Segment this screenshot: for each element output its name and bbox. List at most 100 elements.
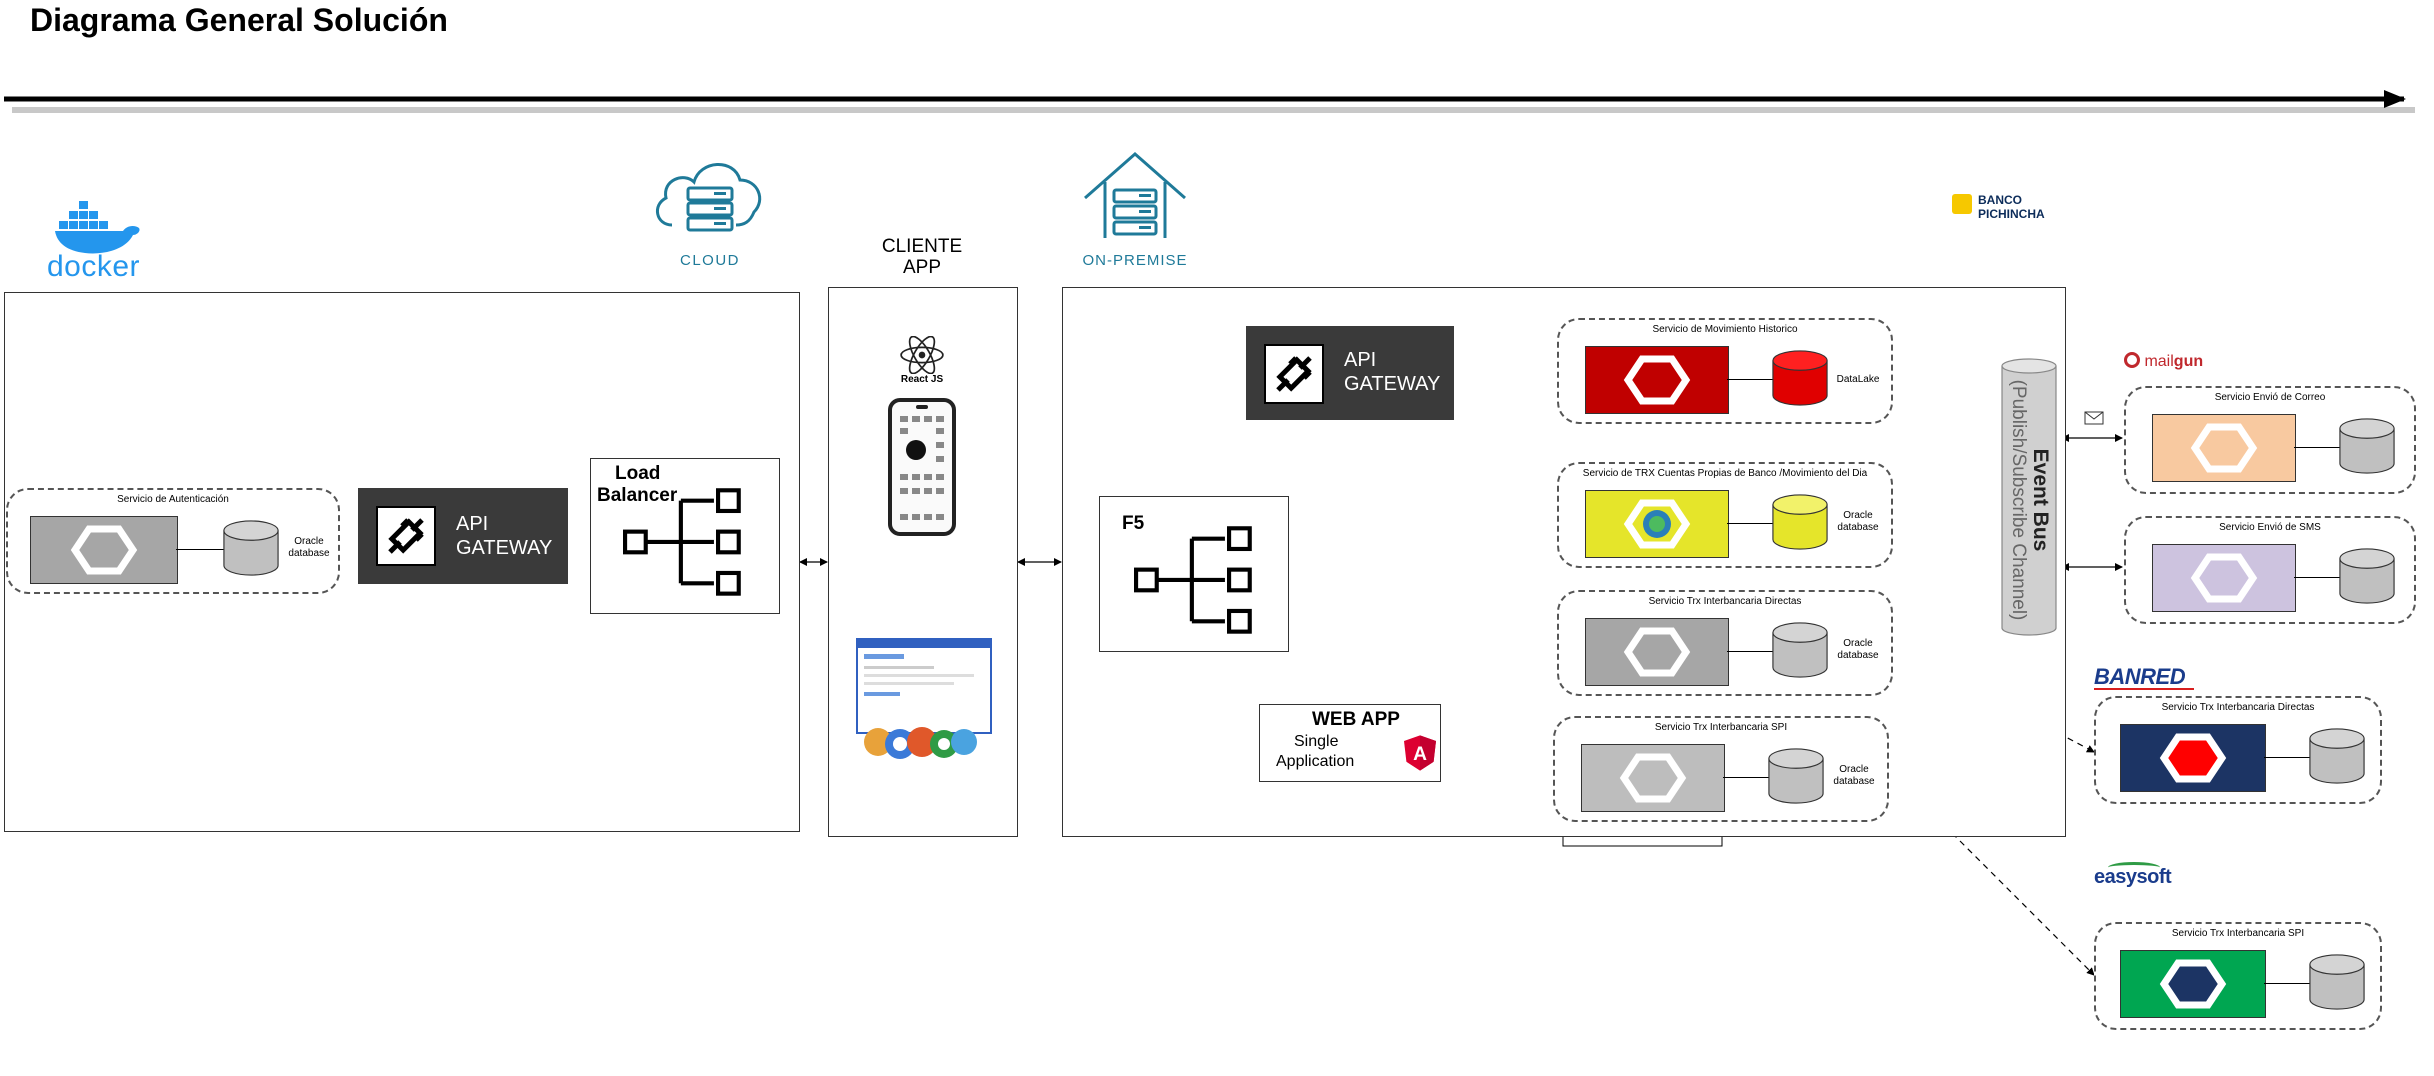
angular-icon: A (1404, 735, 1436, 771)
database-icon (2309, 728, 2365, 784)
svc-trx-cuentas-propias-box (1585, 490, 1729, 558)
ext-servicio-correo-title: Servicio Envió de Correo (2214, 392, 2326, 403)
hexagon-icon (2190, 423, 2258, 473)
svc4-db-label-line2: database (1833, 776, 1875, 787)
svc-trx-cuentas-propias: Servicio de TRX Cuentas Propias de Banco… (1557, 462, 1893, 568)
svc-movimiento-historico-title: Servicio de Movimiento Historico (1652, 324, 1798, 335)
ext-servicio-sms-box (2152, 544, 2296, 612)
database-icon (2309, 954, 2365, 1010)
banred-wordmark: BANRED (2094, 664, 2186, 689)
load-balancer: Load Balancer (590, 458, 780, 614)
f5-load-balancer: F5 (1099, 496, 1289, 652)
ext-banred-interbancaria-directas: Servicio Trx Interbancaria Directas (2094, 696, 2382, 804)
hexagon-icon (2159, 733, 2227, 783)
load-balancer-icon (1134, 526, 1252, 634)
database-icon (2339, 548, 2395, 604)
webapp-line2: Application (1276, 753, 1355, 770)
svc-trx-interbancaria-directas-title: Servicio Trx Interbancaria Directas (1648, 596, 1802, 607)
svc2-db-label-line1: Oracle (1843, 510, 1873, 521)
database-icon (2339, 418, 2395, 474)
load-balancer-icon (623, 488, 741, 596)
banco-name-line1: BANCO (1978, 193, 2022, 207)
event-bus-title: Event Bus (2029, 448, 2052, 552)
svc3-db-label-line1: Oracle (1843, 638, 1873, 649)
envelope-icon (2084, 411, 2104, 425)
banco-pichincha-logo: BANCO PICHINCHA (1950, 190, 2070, 230)
hexagon-icon (1619, 753, 1687, 803)
banred-underline (2094, 688, 2194, 690)
banred-logo: BANRED (2094, 664, 2204, 690)
cloud-logo: CLOUD (650, 150, 770, 275)
api-gateway-onprem-line1: API (1344, 349, 1377, 371)
database-icon (1772, 622, 1828, 678)
svg-text:A: A (1413, 744, 1427, 765)
database-icon (1768, 748, 1824, 804)
webapp-line1: Single (1294, 733, 1339, 750)
api-gateway-left-line2: GATEWAY (456, 537, 553, 559)
docker-wordmark: docker (47, 250, 141, 283)
ext-servicio-sms-title: Servicio Envió de SMS (2219, 522, 2321, 533)
cliente-label-line2: APP (902, 257, 942, 278)
browsers-icon (860, 722, 990, 762)
event-bus-label: Event Bus (Publish/Subscribe Channel) (2007, 365, 2052, 635)
api-gateway-onprem-text: API GATEWAY (1344, 348, 1440, 396)
hexagon-icon (2159, 959, 2227, 1009)
cliente-label-line1: CLIENTE (881, 236, 963, 257)
banco-pichincha-mark (1952, 194, 1972, 214)
mailgun-suffix: gun (2173, 353, 2204, 370)
svc-trx-cuentas-propias-title: Servicio de TRX Cuentas Propias de Banco… (1582, 468, 1868, 479)
plug-icon (1264, 344, 1324, 404)
smartphone-icon (888, 398, 956, 536)
load-balancer-line2: Balancer (597, 485, 678, 506)
ext-banred-box (2120, 724, 2266, 792)
load-balancer-title: Load Balancer (597, 463, 677, 507)
f5-label: F5 (1122, 513, 1145, 534)
docker-logo: docker (45, 195, 145, 285)
auth-connector-line (176, 549, 226, 550)
svc3-db-label-line2: database (1837, 650, 1879, 661)
load-balancer-line1: Load (615, 463, 661, 484)
svc-trx-interbancaria-directas: Servicio Trx Interbancaria Directas Orac… (1557, 590, 1893, 696)
docker-whale-icon (55, 201, 140, 254)
hexagon-icon (2190, 553, 2258, 603)
svc2-db-label-line2: database (1837, 522, 1879, 533)
svc2-db-label: Oracle database (1833, 510, 1883, 534)
cliente-app-label: CLIENTE APP (862, 236, 982, 278)
auth-service-box (30, 516, 178, 584)
mailgun-prefix: mail (2144, 353, 2174, 370)
ext-easysoft-box (2120, 950, 2266, 1018)
svc-trx-interbancaria-spi-title: Servicio Trx Interbancaria SPI (1654, 722, 1788, 733)
mailgun-at-icon (2124, 352, 2140, 368)
easysoft-swoosh (2108, 862, 2160, 873)
banco-name-line2: PICHINCHA (1978, 207, 2045, 221)
auth-db-label-line1: Oracle (294, 536, 324, 547)
hexagon-icon (1623, 627, 1691, 677)
plug-icon (376, 506, 436, 566)
page-title: Diagrama General Solución (30, 2, 448, 38)
database-icon (1772, 350, 1828, 406)
api-gateway-left: API GATEWAY (358, 488, 568, 584)
ext-servicio-correo-box (2152, 414, 2296, 482)
svc1-db-label: DataLake (1833, 374, 1883, 386)
cloud-label: CLOUD (679, 252, 740, 269)
react-logo: React JS (892, 335, 952, 388)
svc-movimiento-historico-box (1585, 346, 1729, 414)
auth-service-group: Servicio de Autenticación Oracle databas… (6, 488, 340, 594)
hexagon-icon (1623, 499, 1691, 549)
react-label: React JS (900, 374, 944, 385)
event-bus: Event Bus (Publish/Subscribe Channel) (2000, 358, 2058, 636)
svc4-db-label: Oracle database (1829, 764, 1879, 788)
database-icon (223, 520, 279, 576)
database-icon (1772, 494, 1828, 550)
svc-trx-interbancaria-spi-box (1581, 744, 1725, 812)
house-server-icon (1084, 152, 1186, 238)
ext-banred-title: Servicio Trx Interbancaria Directas (2161, 702, 2315, 713)
svc-movimiento-historico: Servicio de Movimiento Historico DataLak… (1557, 318, 1893, 424)
webapp-title: WEB APP (1312, 709, 1400, 730)
onpremise-logo: ON-PREMISE (1075, 150, 1195, 275)
api-gateway-onprem-line2: GATEWAY (1344, 373, 1441, 395)
auth-service-title: Servicio de Autenticación (117, 494, 229, 505)
onpremise-label: ON-PREMISE (1082, 252, 1188, 269)
browser-window-icon (856, 638, 992, 734)
easysoft-logo: easysoft (2094, 862, 2204, 894)
